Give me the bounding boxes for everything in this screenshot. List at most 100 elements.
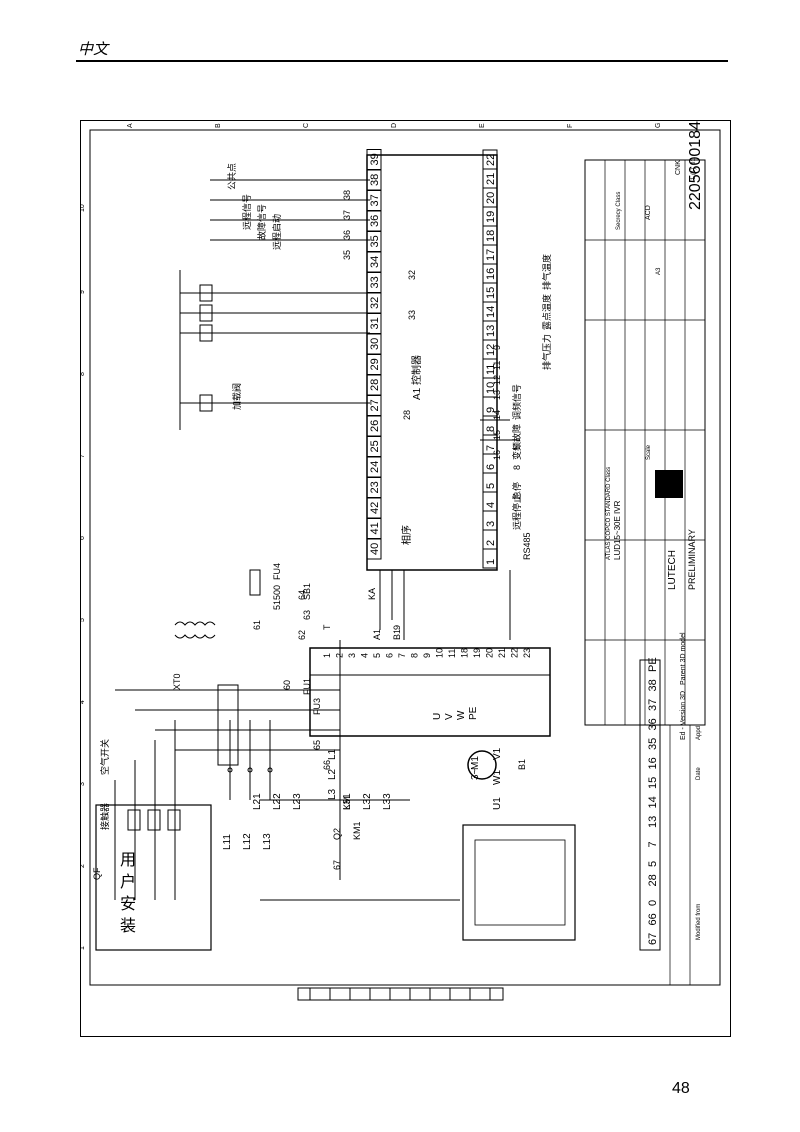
terminal-label: 11 [485,364,497,375]
terminal-label: 14 [485,306,497,318]
exhaust-press-label: 排气压力 [541,334,552,370]
misc-label: 12 [492,375,502,385]
output-terminal-label: 15 [647,777,659,789]
ivr-terminal-label: 23 [522,648,532,658]
output-terminal-label: 28 [647,874,659,886]
wire-label: L33 [382,793,393,810]
remote-start-label: 远程启动 [271,214,282,250]
wire-label: L1 [327,748,338,760]
misc-label: 5 [512,445,522,450]
wire-label: V [444,713,455,720]
revision-number: 01 [691,158,697,165]
misc-label: KM [342,797,352,811]
grid-letter: C [303,123,310,128]
misc-label: 65 [312,740,322,750]
scale-label: Scale [646,444,652,460]
terminal-label: 42 [369,502,381,514]
wire-label: L22 [272,793,283,810]
terminal-label: 5 [485,483,497,489]
grid-number: 7 [80,454,86,458]
ivr-terminal-label: 10 [435,648,445,658]
ivr-terminal-label: 8 [410,653,420,658]
sheet-number: 1 (1) [691,168,697,180]
lutech-logo-mark [655,470,683,498]
grid-letter: D [391,123,398,128]
misc-label: 9 [392,625,402,630]
misc-label: 9 [492,345,502,350]
control-wiring [260,419,520,901]
misc-label: XT0 [172,673,182,690]
wire-label: L13 [262,833,273,850]
company-class: ATLAS COPCO STANDARD Class [606,467,612,560]
vfd-signal-label: 调频信号 [511,384,522,420]
misc-label: 35 [342,250,352,260]
grid-number: 10 [80,204,86,212]
ivr-terminal-label: 19 [472,648,482,658]
output-terminal-label: 5 [647,861,659,867]
grid-number: 6 [80,536,86,540]
misc-label: 15 [492,430,502,440]
revision-strip [669,725,691,985]
terminal-label: 16 [485,268,497,280]
ivr-terminal-label: 22 [510,648,520,658]
brand-name: LUTECH [667,550,678,590]
contactor-label: 接触器 [99,803,110,830]
misc-label: 38 [342,190,352,200]
output-terminal-label: 36 [647,718,659,730]
output-strip-box [639,659,661,951]
modified-from: Modified from [696,904,702,940]
misc-label: RS485 [522,532,532,560]
misc-label: 63 [302,610,312,620]
wire-label: L21 [252,793,263,810]
terminal-label: 13 [485,325,497,337]
terminal-label: 1 [485,559,497,565]
edition-label: Ed - Version 3D [680,691,687,740]
wire-label: L32 [362,793,373,810]
grid-letter: A [127,123,134,128]
misc-label: FU4 [272,563,282,580]
misc-label: B1 [517,759,527,770]
remote-stop-label: 远程停止 [511,494,522,530]
misc-label: 66 [322,760,332,770]
misc-label: 11 [492,361,502,370]
terminal-label: 30 [369,338,381,350]
output-terminal-label: 13 [647,816,659,828]
output-terminal-label: 37 [647,699,659,711]
parent-model: Parent 3D model [680,632,687,685]
output-terminal-label: PE [647,657,659,672]
misc-label: 0 [272,585,282,590]
appd-label: Appd [696,726,702,740]
terminal-label: 10 [485,382,497,394]
wire-label: L31 [342,793,353,810]
page-number: 48 [672,1080,690,1097]
terminal-label: 4 [485,502,497,508]
common-point-label: 公共点 [227,163,237,190]
ivr-terminal-label: 5 [372,653,382,658]
terminal-label: 2 [485,540,497,546]
misc-label: 51 [272,600,282,610]
terminal-label: 26 [369,420,381,432]
date-label: Date [696,767,702,780]
wire-label: L2 [327,768,338,780]
terminal-label: 20 [485,192,497,204]
wire-label: L23 [292,793,303,810]
output-terminal-label: 67 [647,933,659,945]
wire-label: L12 [242,833,253,850]
misc-label: 32 [407,270,417,280]
title-block [584,159,706,726]
terminal-label: 9 [485,407,497,413]
page-header-label: 中文 [78,40,109,58]
misc-label: 60 [282,680,292,690]
inner-frame [89,129,721,986]
user-install-char: 安 [120,895,136,913]
wire-label: U1 [492,797,503,810]
dew-temp-label: 露点温度 [541,294,552,330]
drawing-sheet-border [80,120,731,1037]
ivr-terminal-label: 4 [360,653,370,658]
wire-label: PE [468,706,479,720]
output-terminal-label: 66 [647,913,659,925]
misc-label: A1 [372,629,382,640]
terminal-label: 19 [485,211,497,223]
remote-signal-label: 远程信号 [241,194,252,230]
